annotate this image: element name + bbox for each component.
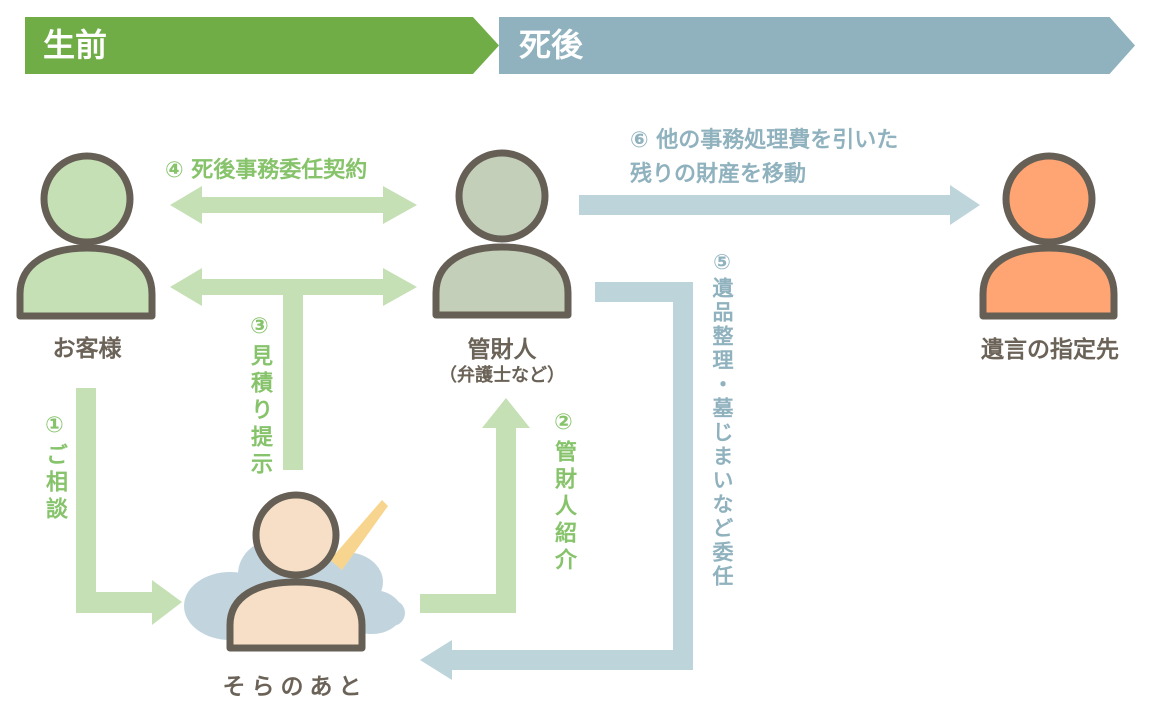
customer-label: お客様: [52, 336, 122, 362]
sora-label: そらのあと: [222, 674, 368, 700]
step6-line1: ⑥ 他の事務処理費を引いた: [630, 128, 899, 153]
arrow-introduce: [420, 398, 530, 613]
step3-label: ③見積り提示: [247, 314, 272, 479]
step4-label: ④ 死後事務委任契約: [165, 158, 368, 183]
banner-before-label: 生前: [43, 26, 108, 64]
arrow-consult: [76, 388, 182, 625]
administrator-icon: [432, 149, 572, 319]
heir-label: 遺言の指定先: [981, 337, 1119, 363]
step6-line2: 残りの財産を移動: [630, 162, 807, 187]
banner-after: 死後: [499, 17, 1135, 74]
arrow-transfer: [579, 185, 980, 225]
step1-label: ①ご相談: [42, 413, 67, 524]
arrow-contract: [170, 186, 417, 224]
banner-after-label: 死後: [519, 26, 584, 64]
wand-icon: [330, 500, 388, 570]
administrator-sub-label: （弁護士など）: [439, 365, 565, 386]
sora-person-icon: [226, 491, 366, 652]
arrow-estimate-stem: [283, 287, 303, 470]
heir-icon: [979, 152, 1118, 320]
step2-label: ②管財人紹介: [551, 410, 576, 575]
customer-icon: [16, 152, 156, 320]
banner-before: 生前: [25, 17, 499, 74]
step5-label: ⑤遺品整理・墓じまいなど委任: [710, 250, 734, 589]
administrator-label: 管財人: [467, 337, 537, 363]
